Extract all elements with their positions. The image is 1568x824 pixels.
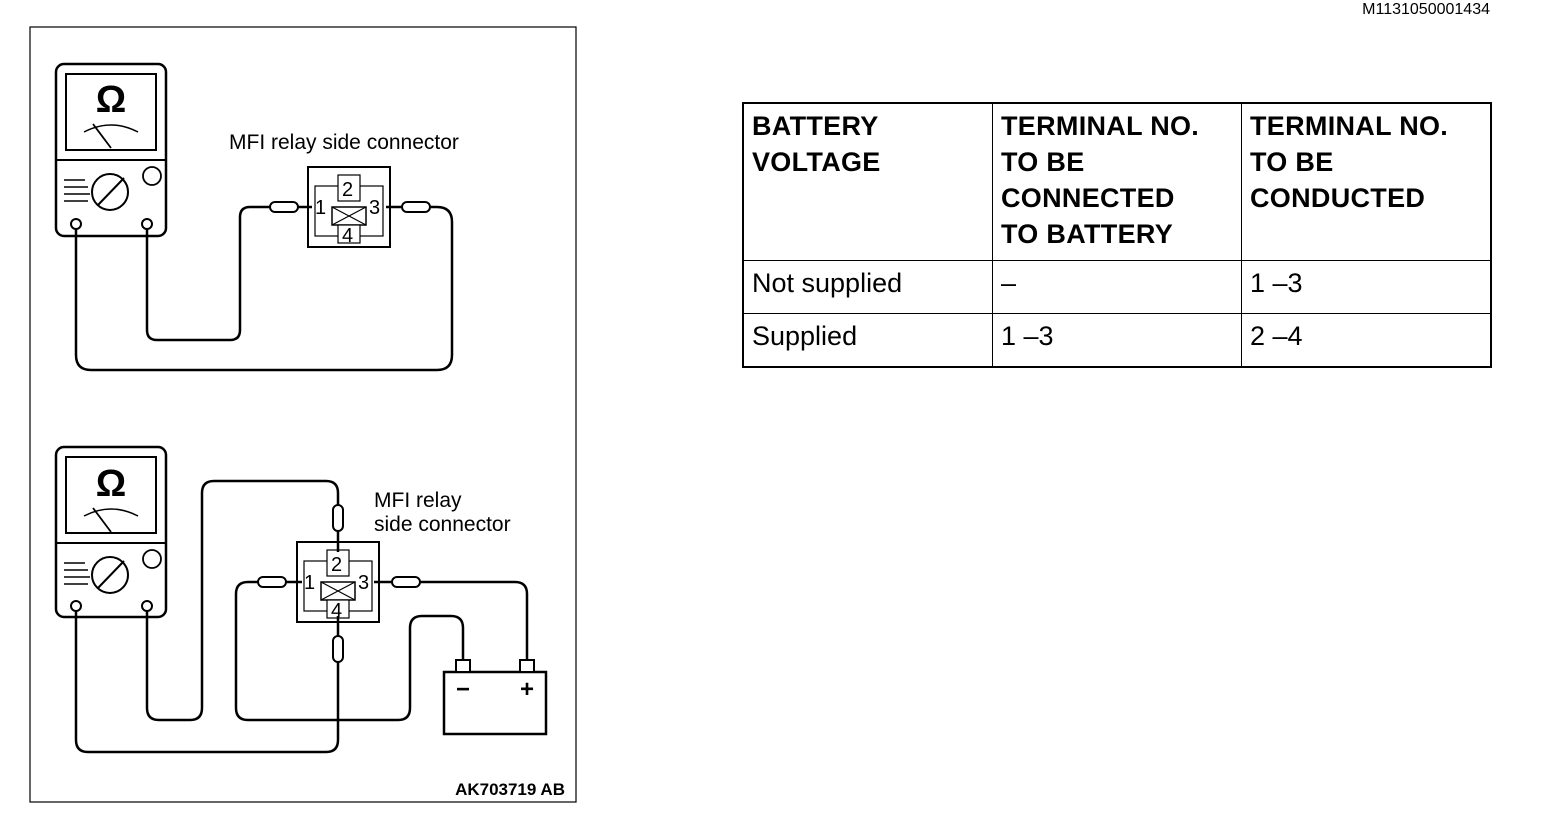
lead-wire-2 bbox=[74, 205, 454, 372]
top-circuit: Ω MFI relay side connector 1 2 3 bbox=[54, 62, 459, 372]
connector-label-bottom-line2: side connector bbox=[374, 513, 511, 536]
probe-plug-terminal-4 bbox=[332, 635, 344, 663]
bottom-circuit: Ω MFI relay side connector 1 2 3 bbox=[54, 445, 548, 754]
ohm-symbol: Ω bbox=[96, 463, 126, 505]
lead-wire-meter-to-terminal-2 bbox=[145, 479, 340, 722]
range-dial bbox=[91, 173, 129, 211]
battery-positive-to-terminal-3 bbox=[420, 580, 529, 660]
table-row: Supplied 1 –3 2 –4 bbox=[742, 313, 1492, 368]
table-header-row: BATTERY VOLTAGE TERMINAL NO. TO BE CONNE… bbox=[742, 102, 1492, 261]
terminal-2: 2 bbox=[331, 554, 342, 576]
probe-jack-right bbox=[141, 218, 153, 230]
battery-negative-sign: − bbox=[456, 676, 470, 703]
table-cell: 2 –4 bbox=[1241, 313, 1492, 368]
battery-negative-post bbox=[455, 659, 471, 673]
relay-connector-top: 1 2 3 4 bbox=[307, 166, 391, 248]
table-cell: 1 –3 bbox=[1241, 260, 1492, 314]
probe-plug-left bbox=[269, 201, 299, 213]
table-cell: 1 –3 bbox=[992, 313, 1242, 368]
connector-label-bottom-line1: MFI relay bbox=[374, 489, 462, 512]
probe-plug-right bbox=[401, 201, 431, 213]
lead-wire-1 bbox=[145, 205, 270, 342]
terminal-2: 2 bbox=[342, 179, 353, 201]
terminal-4: 4 bbox=[331, 600, 342, 622]
table-row: Not supplied – 1 –3 bbox=[742, 260, 1492, 314]
battery-positive-sign: + bbox=[520, 676, 534, 703]
header-terminal-connected: TERMINAL NO. TO BE CONNECTED TO BATTERY bbox=[992, 102, 1242, 261]
header-battery-voltage: BATTERY VOLTAGE bbox=[742, 102, 993, 261]
figure-frame bbox=[29, 26, 577, 803]
battery: − + bbox=[442, 659, 548, 736]
terminal-3: 3 bbox=[369, 197, 380, 219]
figure-code: AK703719 AB bbox=[455, 780, 565, 799]
terminal-4: 4 bbox=[342, 225, 353, 247]
terminal-1: 1 bbox=[304, 572, 315, 594]
terminal-3: 3 bbox=[358, 572, 369, 594]
table-cell: Not supplied bbox=[742, 260, 993, 314]
ohm-symbol: Ω bbox=[96, 79, 126, 121]
battery-negative-to-terminal-1 bbox=[234, 580, 465, 722]
mfi-relay-test-diagram: Ω MFI relay side connector 1 2 3 bbox=[29, 26, 577, 803]
probe-plug-terminal-1 bbox=[257, 576, 287, 588]
probe-plug-terminal-3 bbox=[391, 576, 421, 588]
table-cell: – bbox=[992, 260, 1242, 314]
probe-jack-right bbox=[141, 600, 153, 612]
terminal-1: 1 bbox=[315, 197, 326, 219]
probe-jack-left bbox=[70, 600, 82, 612]
ohmmeter-bottom: Ω bbox=[54, 445, 168, 619]
relay-connector-bottom: 1 2 3 4 bbox=[296, 541, 380, 623]
connector-label-top: MFI relay side connector bbox=[229, 131, 459, 154]
relay-check-table: BATTERY VOLTAGE TERMINAL NO. TO BE CONNE… bbox=[742, 102, 1492, 368]
lead-wire-meter-to-terminal-4 bbox=[74, 611, 340, 754]
range-dial bbox=[91, 556, 129, 594]
probe-jack-left bbox=[70, 218, 82, 230]
document-id: M1131050001434 bbox=[1362, 1, 1490, 18]
probe-plug-terminal-2 bbox=[332, 504, 344, 532]
table-cell: Supplied bbox=[742, 313, 993, 368]
ohmmeter-top: Ω bbox=[54, 62, 168, 238]
battery-positive-post bbox=[519, 659, 535, 673]
header-terminal-conducted: TERMINAL NO. TO BE CONDUCTED bbox=[1241, 102, 1492, 261]
